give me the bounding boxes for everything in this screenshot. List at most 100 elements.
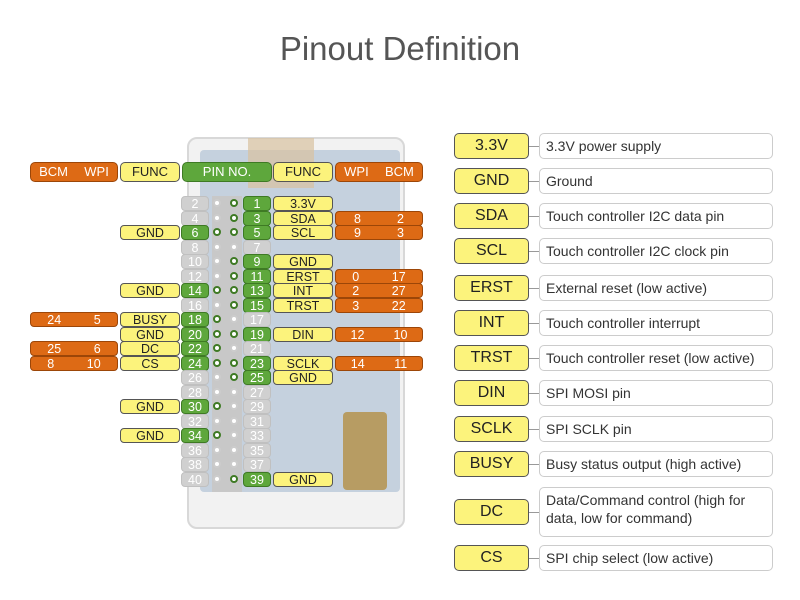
pin-number-odd: 17 bbox=[243, 312, 271, 327]
pin-func-odd: 3.3V bbox=[273, 196, 333, 211]
legend-description: Ground bbox=[539, 168, 773, 194]
wpi-value: 12 bbox=[350, 327, 365, 342]
pin-number-even: 22 bbox=[181, 341, 209, 356]
legend-description: SPI MOSI pin bbox=[539, 380, 773, 406]
legend-pin-label: GND bbox=[454, 168, 529, 194]
pin-func-odd: INT bbox=[273, 283, 333, 298]
pin-func-odd: SCLK bbox=[273, 355, 333, 371]
pin-connector-dot bbox=[213, 286, 221, 294]
legend-description: Touch controller interrupt bbox=[539, 310, 773, 336]
legend-description: SPI SCLK pin bbox=[539, 416, 773, 442]
header-wpi-label: WPI bbox=[344, 164, 369, 179]
pin-number-odd: 13 bbox=[243, 283, 271, 298]
wpi-value: 0 bbox=[352, 269, 360, 284]
pin-func-odd: ERST bbox=[273, 268, 333, 284]
header-bcm-wpi-left: BCM WPI bbox=[30, 162, 118, 182]
pin-number-even: 36 bbox=[181, 442, 209, 458]
legend-pin-label: 3.3V bbox=[454, 133, 529, 159]
legend-pin-label: TRST bbox=[454, 345, 529, 371]
pin-connector-dot bbox=[230, 213, 238, 222]
pin-number-odd: 23 bbox=[243, 355, 271, 371]
legend-connector bbox=[529, 512, 539, 513]
legend-pin-label: SCL bbox=[454, 238, 529, 264]
bcm-value: 25 bbox=[47, 342, 62, 356]
legend-pin-label: CS bbox=[454, 545, 529, 571]
pin-number-odd: 15 bbox=[243, 297, 271, 313]
pin-func-even: GND bbox=[120, 399, 180, 414]
pin-connector-dot bbox=[213, 416, 221, 425]
legend-description: Touch controller I2C clock pin bbox=[539, 238, 773, 264]
legend-connector bbox=[529, 464, 539, 465]
pin-number-even: 38 bbox=[181, 457, 209, 472]
pin-number-odd: 35 bbox=[243, 442, 271, 458]
pin-number-odd: 1 bbox=[243, 196, 271, 211]
pin-connector-dot bbox=[213, 344, 221, 352]
pin-func-even: BUSY bbox=[120, 312, 180, 327]
pin-connector-dot bbox=[213, 373, 221, 381]
pin-connector-dot bbox=[213, 387, 221, 396]
pin-number-even: 24 bbox=[181, 355, 209, 371]
header-wpi-bcm-right: WPI BCM bbox=[335, 162, 423, 182]
pin-func-odd: GND bbox=[273, 370, 333, 385]
bcm-value: 11 bbox=[394, 356, 408, 371]
pin-connector-dot bbox=[213, 213, 221, 222]
pin-connector-dot bbox=[230, 387, 238, 396]
pin-connector-dot bbox=[213, 460, 221, 468]
wpi-value: 8 bbox=[354, 211, 361, 226]
legend-pin-label: INT bbox=[454, 310, 529, 336]
pin-connector-dot bbox=[230, 445, 238, 454]
legend-description: 3.3V power supply bbox=[539, 133, 773, 159]
pin-number-even: 32 bbox=[181, 413, 209, 429]
legend-connector bbox=[529, 393, 539, 394]
header-wpi-label: WPI bbox=[84, 164, 109, 179]
pin-wpi-bcm-odd: 12 10 bbox=[335, 326, 423, 342]
wpi-value: 14 bbox=[350, 356, 365, 371]
pin-connector-dot bbox=[230, 358, 238, 367]
pin-number-odd: 21 bbox=[243, 341, 271, 356]
legend-description: Touch controller reset (low active) bbox=[539, 345, 773, 371]
pin-number-even: 30 bbox=[181, 399, 209, 414]
pin-number-even: 14 bbox=[181, 283, 209, 298]
wpi-value: 9 bbox=[354, 226, 361, 240]
bcm-value: 2 bbox=[397, 211, 404, 226]
connector-chip bbox=[343, 412, 387, 490]
pin-connector-dot bbox=[213, 358, 221, 367]
bcm-value: 22 bbox=[391, 298, 406, 313]
pin-connector-dot bbox=[230, 199, 238, 207]
legend-pin-label: SCLK bbox=[454, 416, 529, 442]
legend-description: Data/Command control (high for data, low… bbox=[539, 487, 773, 537]
pin-connector-dot bbox=[230, 286, 238, 294]
pin-number-odd: 19 bbox=[243, 326, 271, 342]
pin-number-even: 40 bbox=[181, 471, 209, 487]
pin-func-odd: DIN bbox=[273, 326, 333, 342]
pin-number-odd: 39 bbox=[243, 471, 271, 487]
pin-func-odd: GND bbox=[273, 254, 333, 269]
pin-connector-dot bbox=[230, 242, 238, 251]
legend-connector bbox=[529, 558, 539, 559]
pin-connector-dot bbox=[230, 257, 238, 265]
legend-connector bbox=[529, 251, 539, 252]
pin-connector-dot bbox=[213, 271, 221, 280]
pin-number-even: 2 bbox=[181, 196, 209, 211]
pin-func-odd: TRST bbox=[273, 297, 333, 313]
header-func-right: FUNC bbox=[273, 162, 333, 182]
pin-number-odd: 29 bbox=[243, 399, 271, 414]
pin-number-odd: 27 bbox=[243, 384, 271, 400]
wpi-value: 3 bbox=[352, 298, 360, 313]
header-bcm-label: BCM bbox=[384, 164, 414, 179]
pin-func-even: CS bbox=[120, 355, 180, 371]
pin-func-even: GND bbox=[120, 283, 180, 298]
pin-connector-dot bbox=[213, 300, 221, 309]
pin-connector-dot bbox=[213, 329, 221, 338]
pin-connector-dot bbox=[230, 228, 238, 236]
bcm-value: 10 bbox=[393, 327, 408, 342]
legend-connector bbox=[529, 358, 539, 359]
pin-number-odd: 7 bbox=[243, 239, 271, 255]
pin-connector-dot bbox=[230, 344, 238, 352]
wpi-value: 5 bbox=[93, 313, 101, 327]
pin-connector-dot bbox=[230, 271, 238, 280]
pin-number-odd: 33 bbox=[243, 428, 271, 443]
